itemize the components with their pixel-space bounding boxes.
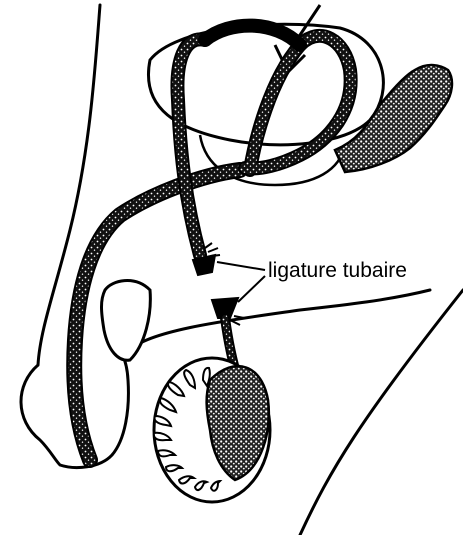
ligature-label: ligature tubaire [268, 259, 407, 282]
leader-line-upper [217, 262, 265, 270]
leader-line-lower [238, 276, 265, 302]
